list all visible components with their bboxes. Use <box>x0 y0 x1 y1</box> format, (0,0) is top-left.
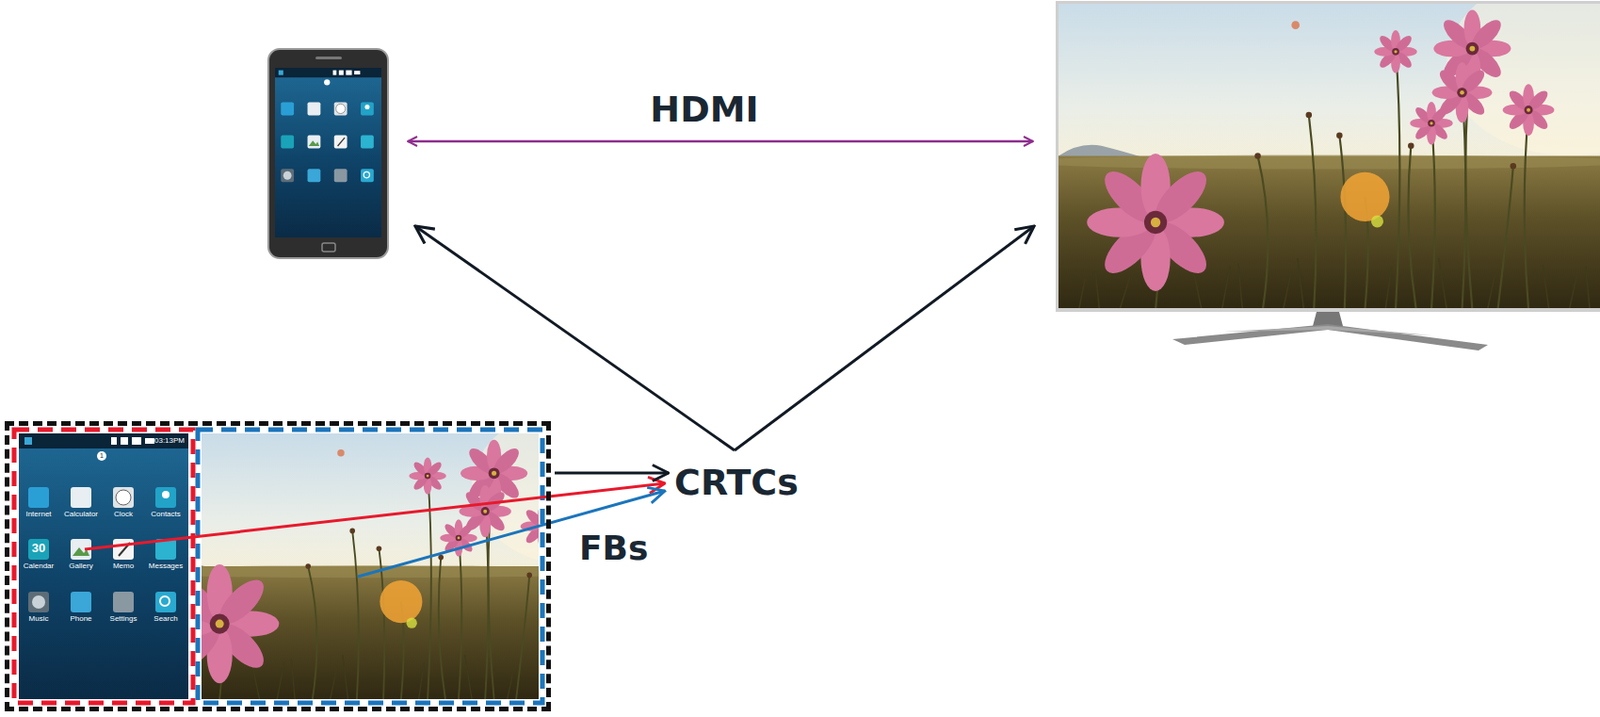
status-time: 03:13PM <box>154 436 185 446</box>
node-text: CRTCs <box>674 463 799 503</box>
badge-number: 1 <box>99 452 104 460</box>
icon-glyph: 30 <box>32 541 46 555</box>
illustration-part <box>1172 323 1488 351</box>
link-label: HDMI <box>649 90 759 130</box>
crtc-to-tv <box>734 226 1035 451</box>
phone-device <box>268 48 388 259</box>
icon-label: Calendar <box>23 562 54 571</box>
illustration-part <box>18 433 189 699</box>
illustration-part <box>274 67 382 238</box>
illustration-part <box>1312 311 1343 326</box>
icon-label: Contacts <box>150 510 181 519</box>
illustration-part <box>14 429 194 703</box>
illustration-part <box>315 56 342 60</box>
icon-label: Internet <box>25 510 51 519</box>
icon-label: Phone <box>69 614 92 624</box>
crtc-to-phone <box>415 226 735 451</box>
icon-label: Calculator <box>64 510 98 519</box>
tv-device <box>1022 0 1600 351</box>
icon-label: Settings <box>110 614 138 624</box>
hdmi-link <box>407 140 1034 144</box>
illustration-part <box>322 242 336 252</box>
edge-arrow <box>554 471 669 475</box>
illustration-part <box>197 429 543 703</box>
icon-label: Gallery <box>68 562 93 571</box>
illustration-part <box>1224 325 1432 336</box>
icon-label: Search <box>153 614 178 624</box>
framebuffer-content <box>14 406 685 703</box>
blue-fb-arrow <box>357 490 665 577</box>
node-text: FBs <box>579 529 648 567</box>
icon-label: Messages <box>148 562 183 571</box>
icon-label: Memo <box>113 562 134 571</box>
icon-label: Clock <box>113 510 133 519</box>
illustration-part <box>268 48 388 259</box>
icon-label: Music <box>29 614 49 624</box>
illustration-part <box>1022 0 1600 309</box>
crtc-node: CRTCs <box>672 461 801 505</box>
